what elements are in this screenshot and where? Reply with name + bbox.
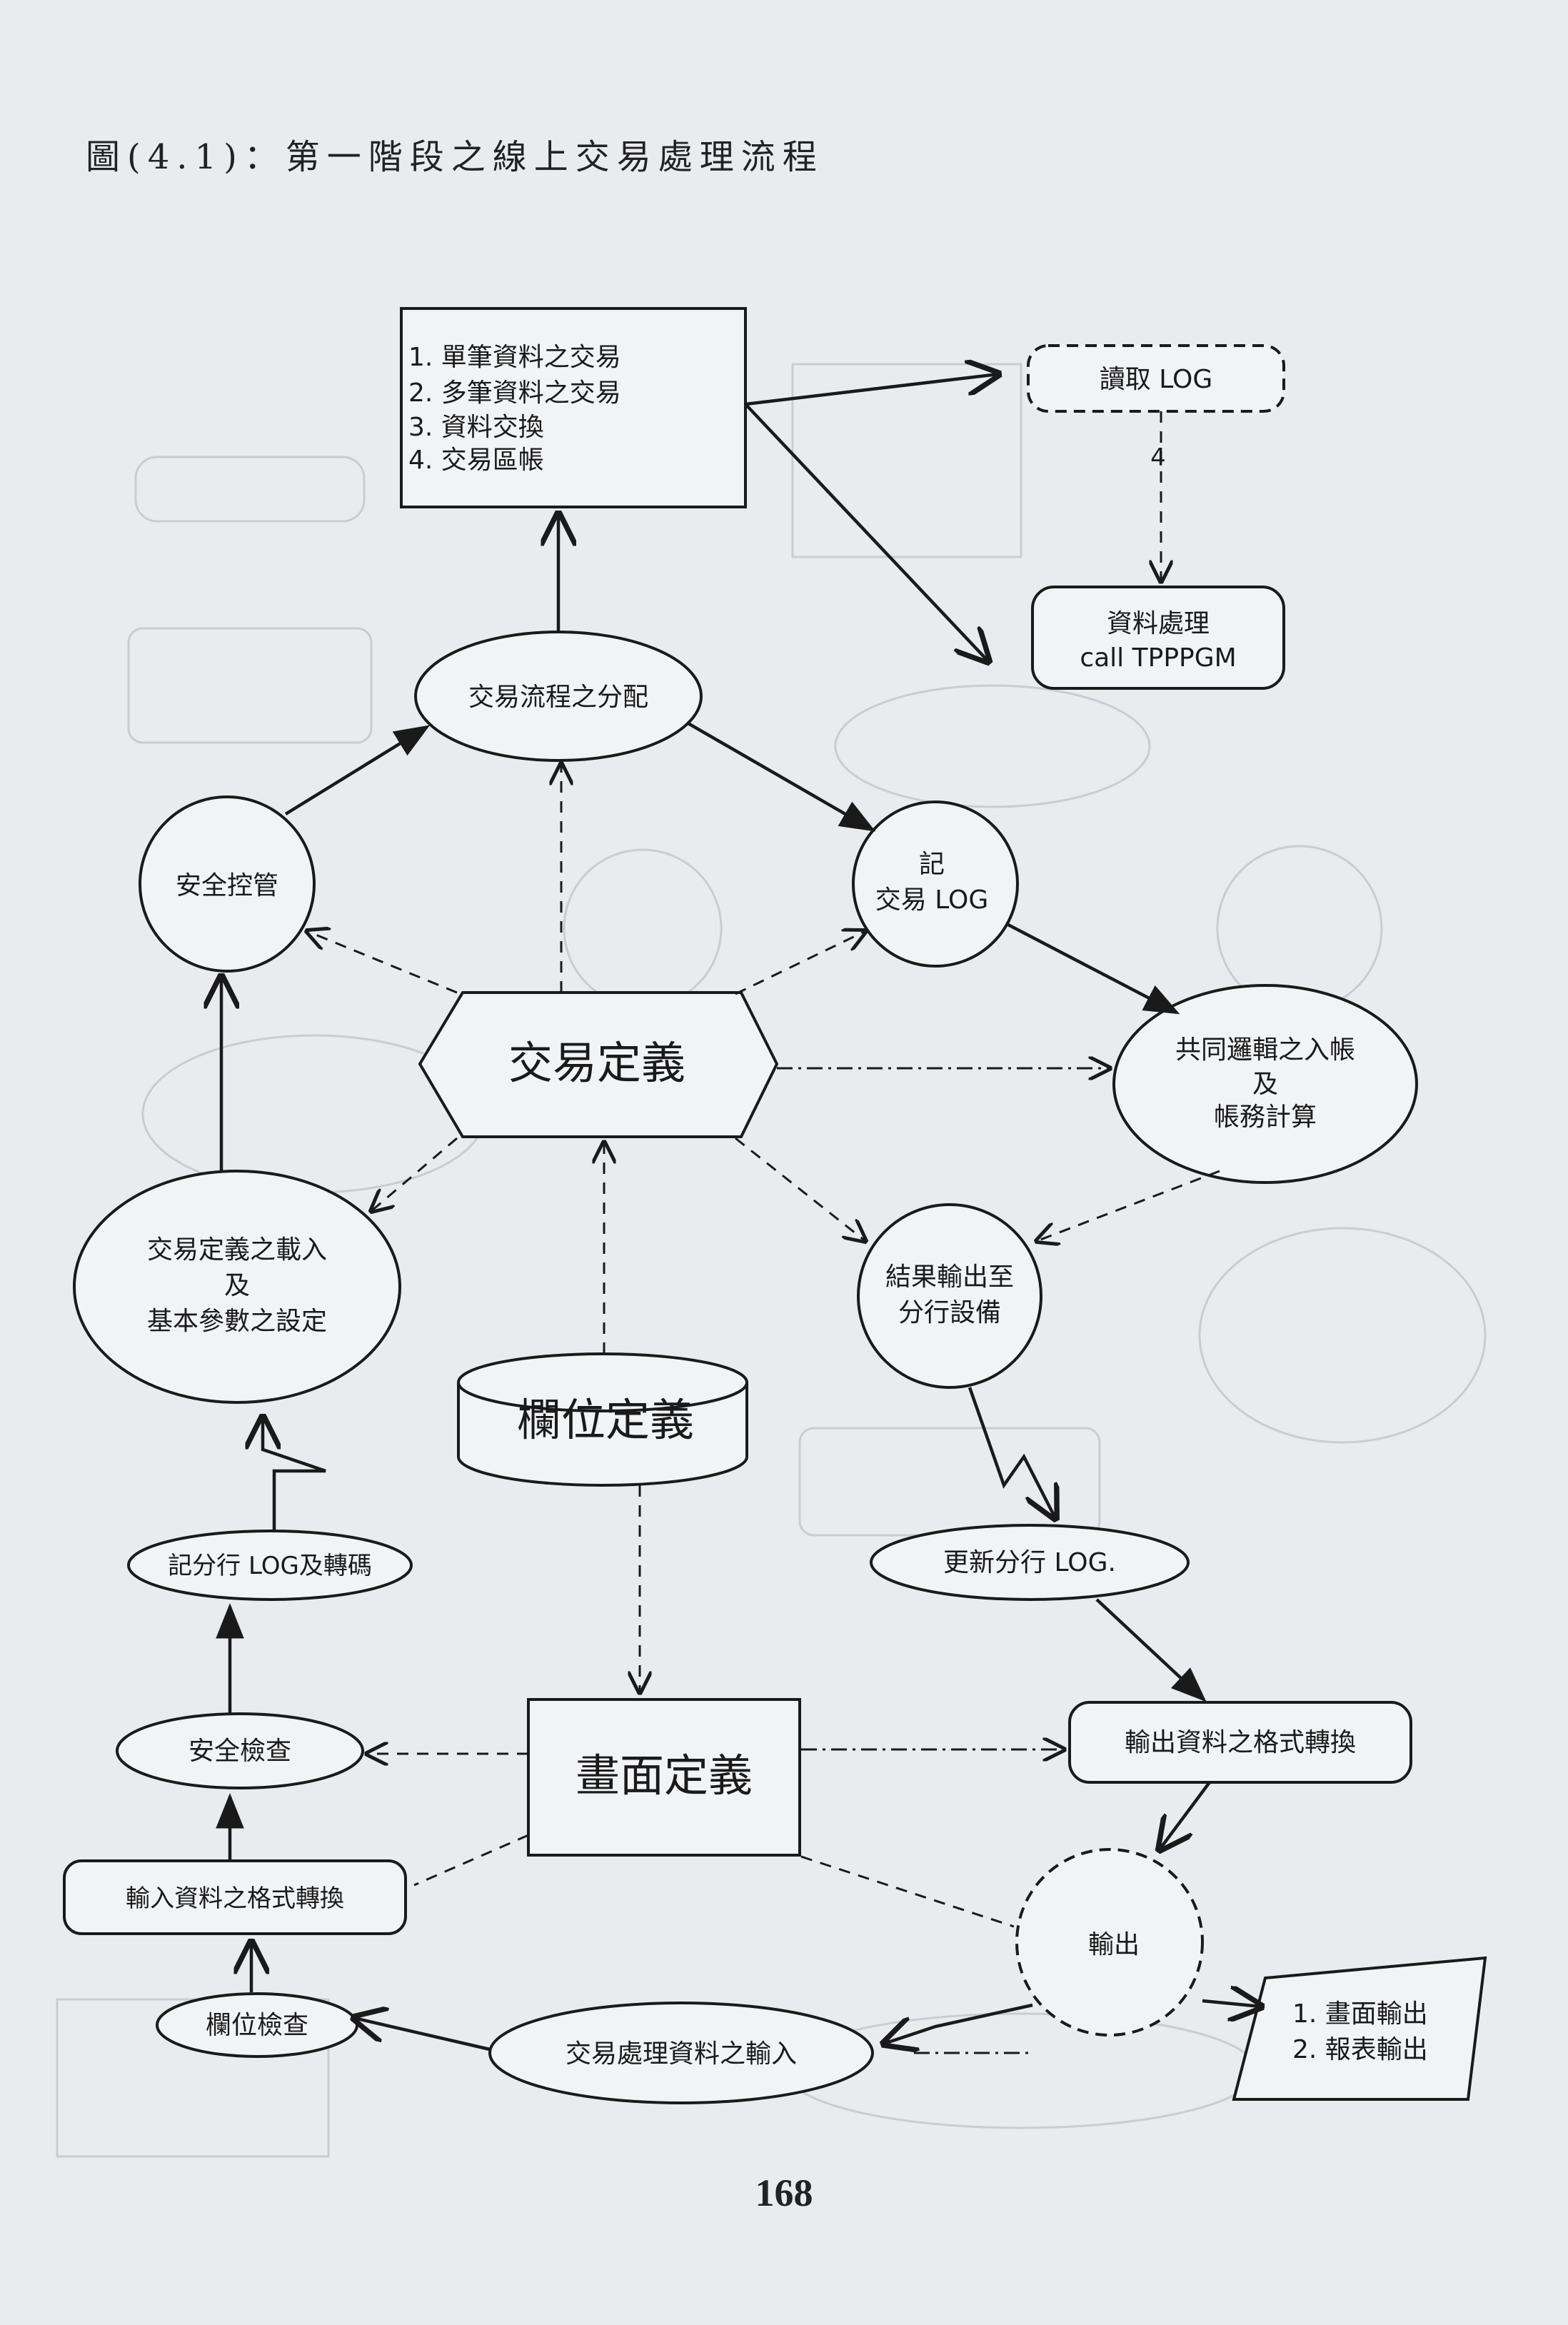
record-log-label-1: 記	[919, 850, 945, 879]
load-definition-label-1: 交易定義之載入	[147, 1235, 327, 1265]
field-check-label: 欄位檢查	[206, 2011, 308, 2040]
update-branch-log-ellipse: 更新分行 LOG.	[870, 1524, 1190, 1601]
security-check-ellipse: 安全檢查	[116, 1712, 364, 1789]
load-definition-label-3: 基本參數之設定	[147, 1307, 327, 1336]
result-output-circle: 結果輸出至 分行設備	[857, 1203, 1042, 1389]
screen-definition-box: 畫面定義	[527, 1698, 801, 1857]
output-format-label: 輸出資料之格式轉換	[1125, 1728, 1356, 1757]
transaction-definition-hexagon: 交易定義	[418, 991, 779, 1138]
page-title: 圖(4.1)：第一階段之線上交易處理流程	[86, 137, 824, 177]
security-check-label: 安全檢查	[189, 1737, 291, 1766]
transaction-definition-label: 交易定義	[508, 1037, 685, 1089]
update-branch-log-label: 更新分行 LOG.	[943, 1548, 1116, 1577]
field-definition-cylinder: 欄位定義	[457, 1352, 748, 1487]
output-list-item-2: 2. 報表輸出	[1292, 2035, 1428, 2064]
record-log-label-2: 交易 LOG	[875, 885, 988, 915]
edge-label-4: 4	[1150, 443, 1166, 472]
read-log-label: 讀取 LOG	[1100, 365, 1212, 394]
record-log-circle: 記 交易 LOG	[852, 800, 1019, 968]
output-format-box: 輸出資料之格式轉換	[1068, 1701, 1412, 1784]
output-list-parallelogram: 1. 畫面輸出 2. 報表輸出	[1232, 1956, 1487, 2101]
branch-log-recode-label: 記分行 LOG及轉碼	[168, 1552, 372, 1580]
solid-connectors	[221, 374, 1261, 2049]
output-circle-label: 輸出	[1088, 1930, 1140, 1959]
load-definition-ellipse: 交易定義之載入 及 基本參數之設定	[73, 1170, 401, 1404]
output-circle: 輸出	[1015, 1848, 1204, 2037]
common-logic-label-2: 及	[1252, 1070, 1278, 1099]
common-logic-ellipse: 共同邏輯之入帳 及 帳務計算	[1112, 984, 1418, 1184]
branch-log-recode-ellipse: 記分行 LOG及轉碼	[127, 1530, 413, 1601]
security-control-circle: 安全控管	[139, 795, 316, 973]
common-logic-label-1: 共同邏輯之入帳	[1175, 1035, 1355, 1065]
field-definition-label: 欄位定義	[517, 1394, 694, 1446]
page-number: 168	[755, 2171, 813, 2214]
transaction-input-ellipse: 交易處理資料之輸入	[488, 2002, 874, 2104]
transaction-type-3: 3. 資料交換	[408, 413, 544, 442]
transaction-type-2: 2. 多筆資料之交易	[408, 378, 621, 408]
flow-dispatch-ellipse: 交易流程之分配	[414, 631, 703, 762]
load-definition-label-2: 及	[224, 1271, 250, 1300]
read-log-box: 讀取 LOG	[1027, 344, 1285, 413]
data-processing-label-1: 資料處理	[1107, 609, 1210, 638]
input-format-label: 輸入資料之格式轉換	[126, 1884, 344, 1913]
transaction-type-4: 4. 交易區帳	[408, 446, 544, 475]
screen-definition-label: 畫面定義	[576, 1749, 753, 1802]
output-list-item-1: 1. 畫面輸出	[1292, 1999, 1428, 2029]
input-format-box: 輸入資料之格式轉換	[63, 1859, 407, 1935]
transaction-type-1: 1. 單筆資料之交易	[408, 343, 621, 372]
field-check-ellipse: 欄位檢查	[156, 1992, 358, 2058]
transaction-input-label: 交易處理資料之輸入	[566, 2039, 797, 2069]
data-processing-label-2: call TPPPGM	[1080, 643, 1236, 673]
flow-dispatch-label: 交易流程之分配	[468, 683, 648, 712]
result-output-label-2: 分行設備	[898, 1298, 1001, 1327]
common-logic-label-3: 帳務計算	[1214, 1103, 1317, 1132]
result-output-label-1: 結果輸出至	[885, 1262, 1014, 1292]
dashed-connectors	[307, 411, 1220, 2054]
security-control-label: 安全控管	[176, 871, 278, 900]
transaction-types-box: 1. 單筆資料之交易 2. 多筆資料之交易 3. 資料交換 4. 交易區帳	[400, 307, 747, 508]
data-processing-box: 資料處理 call TPPPGM	[1031, 586, 1285, 690]
